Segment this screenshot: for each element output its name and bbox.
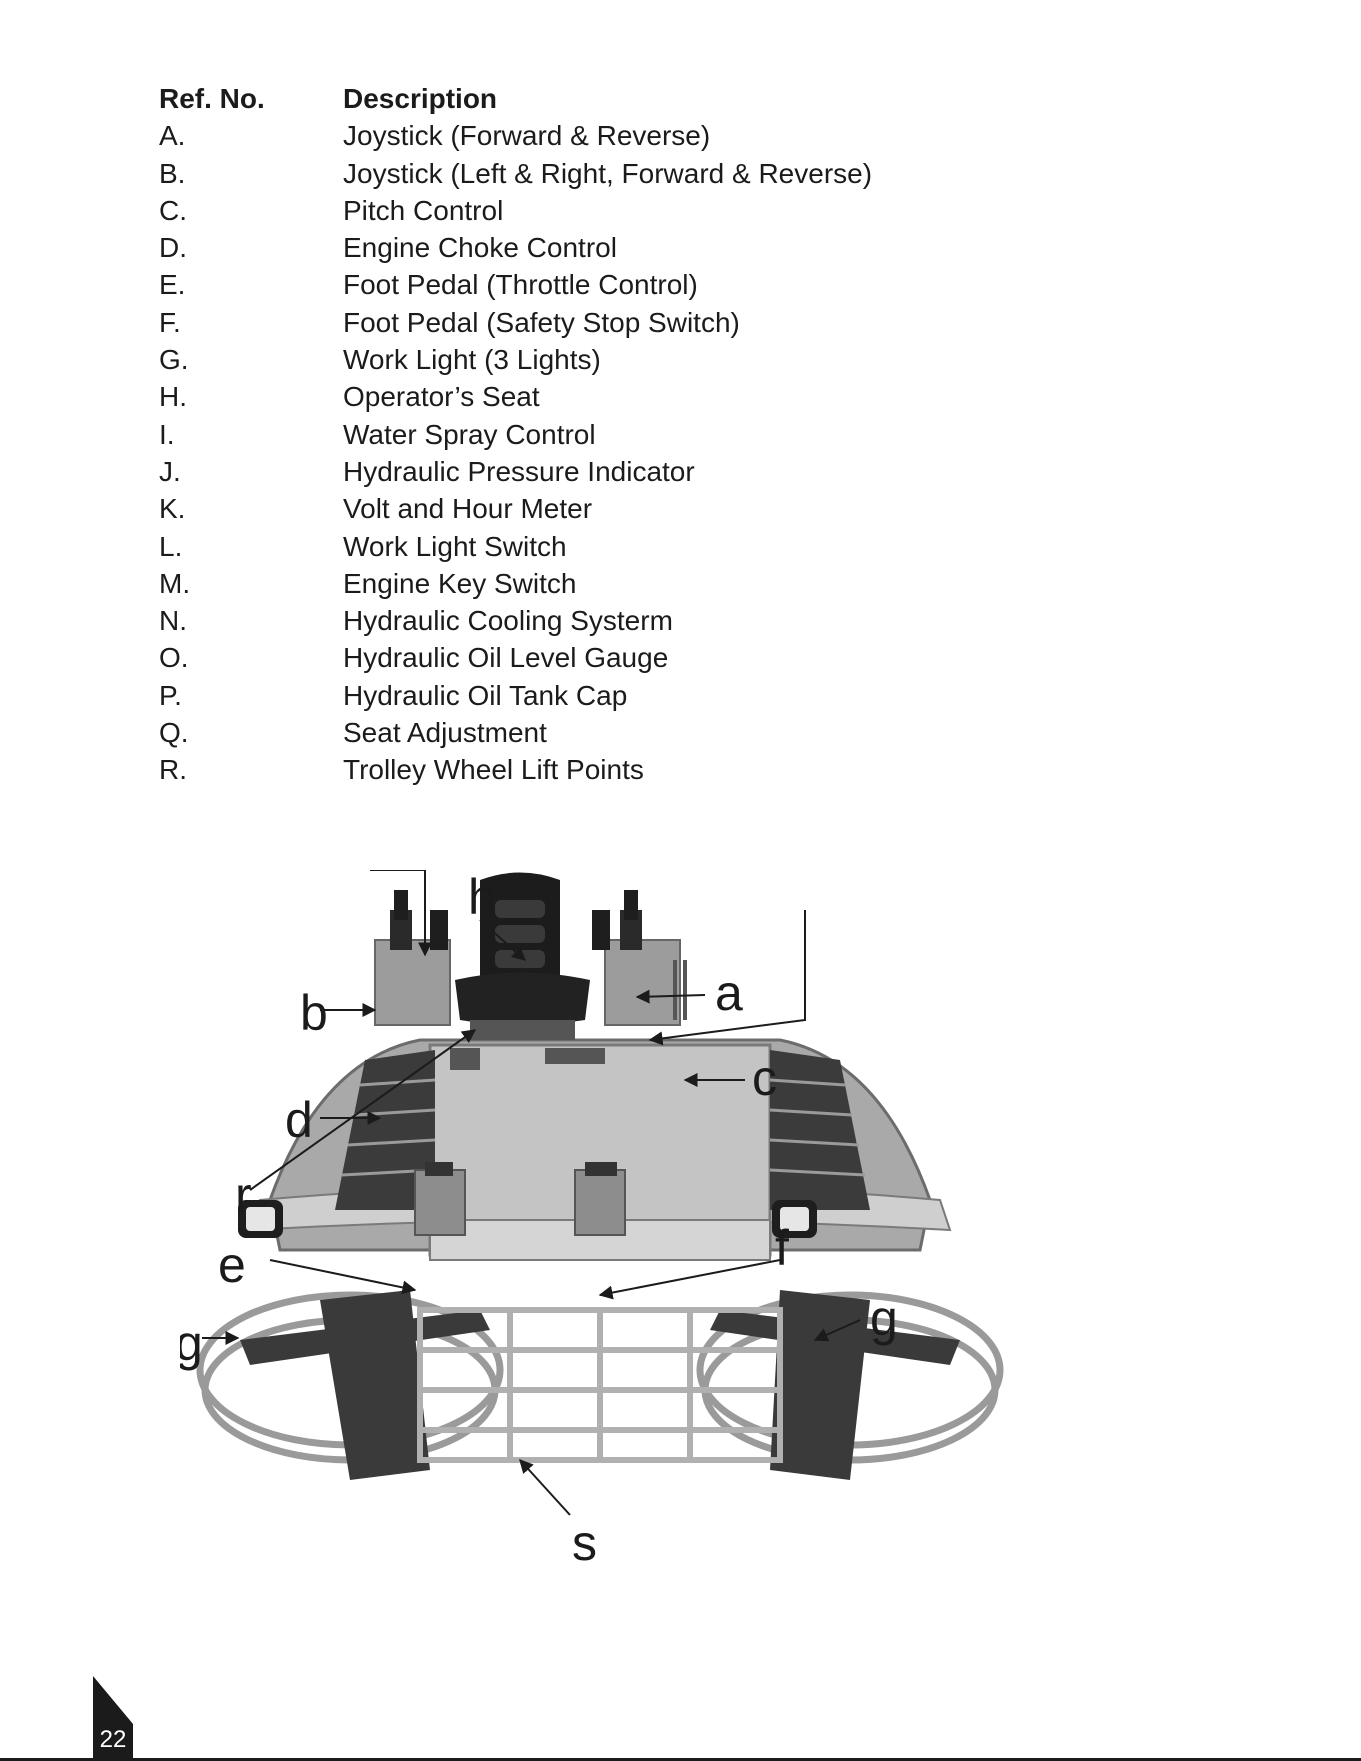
callout-e: e <box>218 1237 246 1293</box>
table-body: A. Joystick (Forward & Reverse) B. Joystick… <box>159 117 1059 788</box>
part-description: Operator’s Seat <box>343 378 540 415</box>
callout-s: s <box>572 1515 597 1571</box>
ref-no: E. <box>159 266 185 303</box>
description-header: Description <box>343 80 497 117</box>
callout-c: c <box>752 1050 777 1106</box>
table-row: A. Joystick (Forward & Reverse) <box>159 117 1059 154</box>
trowel-machine-figure: h a b c d r f e g g s <box>180 870 1020 1590</box>
callout-b: b <box>300 985 328 1041</box>
table-row: E. Foot Pedal (Throttle Control) <box>159 266 1059 303</box>
ref-no-header: Ref. No. <box>159 80 265 117</box>
front-cage <box>420 1310 780 1460</box>
parts-reference-table: Ref. No. Description A. Joystick (Forward… <box>159 80 1059 789</box>
ref-no: R. <box>159 751 187 788</box>
part-description: Engine Choke Control <box>343 229 617 266</box>
callout-r: r <box>235 1167 252 1223</box>
warning-decal <box>450 1048 480 1070</box>
table-row: O. Hydraulic Oil Level Gauge <box>159 639 1059 676</box>
table-row: K. Volt and Hour Meter <box>159 490 1059 527</box>
part-description: Work Light (3 Lights) <box>343 341 601 378</box>
ref-no: G. <box>159 341 189 378</box>
ref-no: F. <box>159 304 181 341</box>
part-description: Engine Key Switch <box>343 565 576 602</box>
callout-f: f <box>775 1220 789 1276</box>
table-row: L. Work Light Switch <box>159 528 1059 565</box>
ref-no: Q. <box>159 714 189 751</box>
part-description: Volt and Hour Meter <box>343 490 592 527</box>
table-row: G. Work Light (3 Lights) <box>159 341 1059 378</box>
ref-no: M. <box>159 565 190 602</box>
ref-no: L. <box>159 528 182 565</box>
callout-h: h <box>468 870 496 925</box>
table-row: H. Operator’s Seat <box>159 378 1059 415</box>
table-row: P. Hydraulic Oil Tank Cap <box>159 677 1059 714</box>
part-description: Hydraulic Cooling Systerm <box>343 602 673 639</box>
part-description: Hydraulic Oil Tank Cap <box>343 677 627 714</box>
table-row: J. Hydraulic Pressure Indicator <box>159 453 1059 490</box>
part-description: Foot Pedal (Throttle Control) <box>343 266 698 303</box>
part-description: Seat Adjustment <box>343 714 547 751</box>
table-row: D. Engine Choke Control <box>159 229 1059 266</box>
table-row: M. Engine Key Switch <box>159 565 1059 602</box>
page-number: 22 <box>96 1724 130 1756</box>
callout-d: d <box>285 1092 313 1148</box>
ref-no: K. <box>159 490 185 527</box>
callout-g-right: g <box>870 1290 898 1346</box>
part-description: Trolley Wheel Lift Points <box>343 751 644 788</box>
ref-no: N. <box>159 602 187 639</box>
ref-no: I. <box>159 416 175 453</box>
machine-illustration: h a b c d r f e g g s <box>180 870 1020 1590</box>
ref-no: H. <box>159 378 187 415</box>
part-description: Joystick (Forward & Reverse) <box>343 117 710 154</box>
ref-no: A. <box>159 117 185 154</box>
part-description: Work Light Switch <box>343 528 567 565</box>
table-header: Ref. No. Description <box>159 80 1059 117</box>
table-row: R. Trolley Wheel Lift Points <box>159 751 1059 788</box>
table-row: I. Water Spray Control <box>159 416 1059 453</box>
part-description: Water Spray Control <box>343 416 596 453</box>
part-description: Hydraulic Oil Level Gauge <box>343 639 668 676</box>
table-row: F. Foot Pedal (Safety Stop Switch) <box>159 304 1059 341</box>
part-description: Pitch Control <box>343 192 503 229</box>
part-description: Joystick (Left & Right, Forward & Revers… <box>343 155 872 192</box>
ref-no: D. <box>159 229 187 266</box>
table-row: N. Hydraulic Cooling Systerm <box>159 602 1059 639</box>
ref-no: O. <box>159 639 189 676</box>
callout-a: a <box>715 965 743 1021</box>
part-description: Foot Pedal (Safety Stop Switch) <box>343 304 740 341</box>
table-row: Q. Seat Adjustment <box>159 714 1059 751</box>
part-description: Hydraulic Pressure Indicator <box>343 453 695 490</box>
ref-no: C. <box>159 192 187 229</box>
brand-decal <box>545 1048 605 1064</box>
table-row: C. Pitch Control <box>159 192 1059 229</box>
ref-no: J. <box>159 453 181 490</box>
ref-no: B. <box>159 155 185 192</box>
table-row: B. Joystick (Left & Right, Forward & Reve… <box>159 155 1059 192</box>
ref-no: P. <box>159 677 182 714</box>
callout-g-left: g <box>180 1315 203 1371</box>
